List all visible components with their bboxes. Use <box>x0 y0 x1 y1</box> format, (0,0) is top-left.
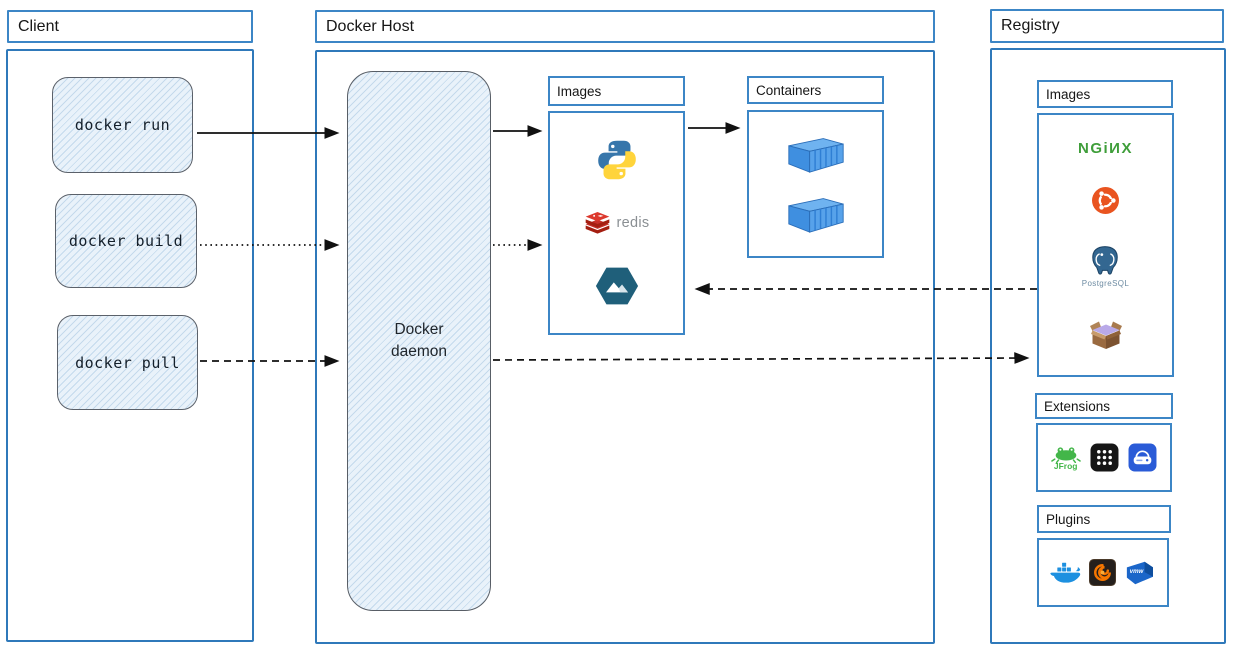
grafana-icon <box>1089 559 1116 586</box>
postgresql-label: PostgreSQL <box>1081 279 1130 288</box>
host-images-title-box: Images <box>548 76 685 106</box>
extensions-panel: JFrog <box>1036 423 1172 492</box>
nginx-logo: NGiИX <box>1078 140 1133 157</box>
container-icon <box>787 138 844 173</box>
host-images-panel: redis <box>548 111 685 335</box>
extensions-title: Extensions <box>1044 398 1111 414</box>
extensions-title-box: Extensions <box>1035 393 1173 419</box>
containers-panel <box>747 110 884 258</box>
host-images-title: Images <box>557 83 602 99</box>
registry-images-title: Images <box>1046 86 1091 102</box>
plugins-panel: vmw <box>1037 538 1169 607</box>
docker-run-label: docker run <box>74 116 171 134</box>
alpine-icon <box>595 267 638 305</box>
docker-daemon-node: Docker daemon <box>347 71 491 611</box>
docker-pull-node: docker pull <box>57 315 198 410</box>
registry-images-panel: NGiИX PostgreSQL <box>1037 113 1174 377</box>
docker-build-label: docker build <box>68 232 184 250</box>
containers-title: Containers <box>756 82 822 98</box>
postgresql-item: PostgreSQL <box>1082 244 1130 288</box>
plugins-title: Plugins <box>1046 511 1091 527</box>
postgresql-icon <box>1092 246 1119 275</box>
vmware-icon: vmw <box>1126 561 1153 584</box>
apps-grid-icon <box>1090 443 1119 472</box>
vmware-label: vmw <box>1130 568 1145 575</box>
python-icon <box>597 140 636 180</box>
jfrog-icon <box>1050 447 1081 463</box>
client-title-box: Client <box>7 10 253 43</box>
ubuntu-icon <box>1092 187 1119 214</box>
jfrog-label: JFrog <box>1053 461 1078 471</box>
docker-host-title-box: Docker Host <box>315 10 935 43</box>
registry-images-title-box: Images <box>1037 80 1173 108</box>
jfrog-item: JFrog <box>1050 444 1081 471</box>
client-title: Client <box>18 17 59 35</box>
redis-row: redis <box>584 211 650 235</box>
redis-icon <box>585 212 609 235</box>
docker-whale-icon <box>1050 562 1081 583</box>
docker-run-node: docker run <box>52 77 193 173</box>
redis-label: redis <box>616 214 650 231</box>
docker-daemon-label: Docker daemon <box>390 320 447 360</box>
container-icon <box>787 198 844 233</box>
plugins-title-box: Plugins <box>1037 505 1171 533</box>
docker-host-title: Docker Host <box>326 17 415 35</box>
docker-pull-label: docker pull <box>75 353 180 372</box>
disk-drive-icon <box>1128 443 1157 472</box>
docker-build-node: docker build <box>55 194 197 288</box>
containers-title-box: Containers <box>747 76 884 104</box>
registry-title: Registry <box>1001 17 1060 34</box>
busybox-icon <box>1089 321 1122 349</box>
registry-title-box: Registry <box>990 9 1224 43</box>
